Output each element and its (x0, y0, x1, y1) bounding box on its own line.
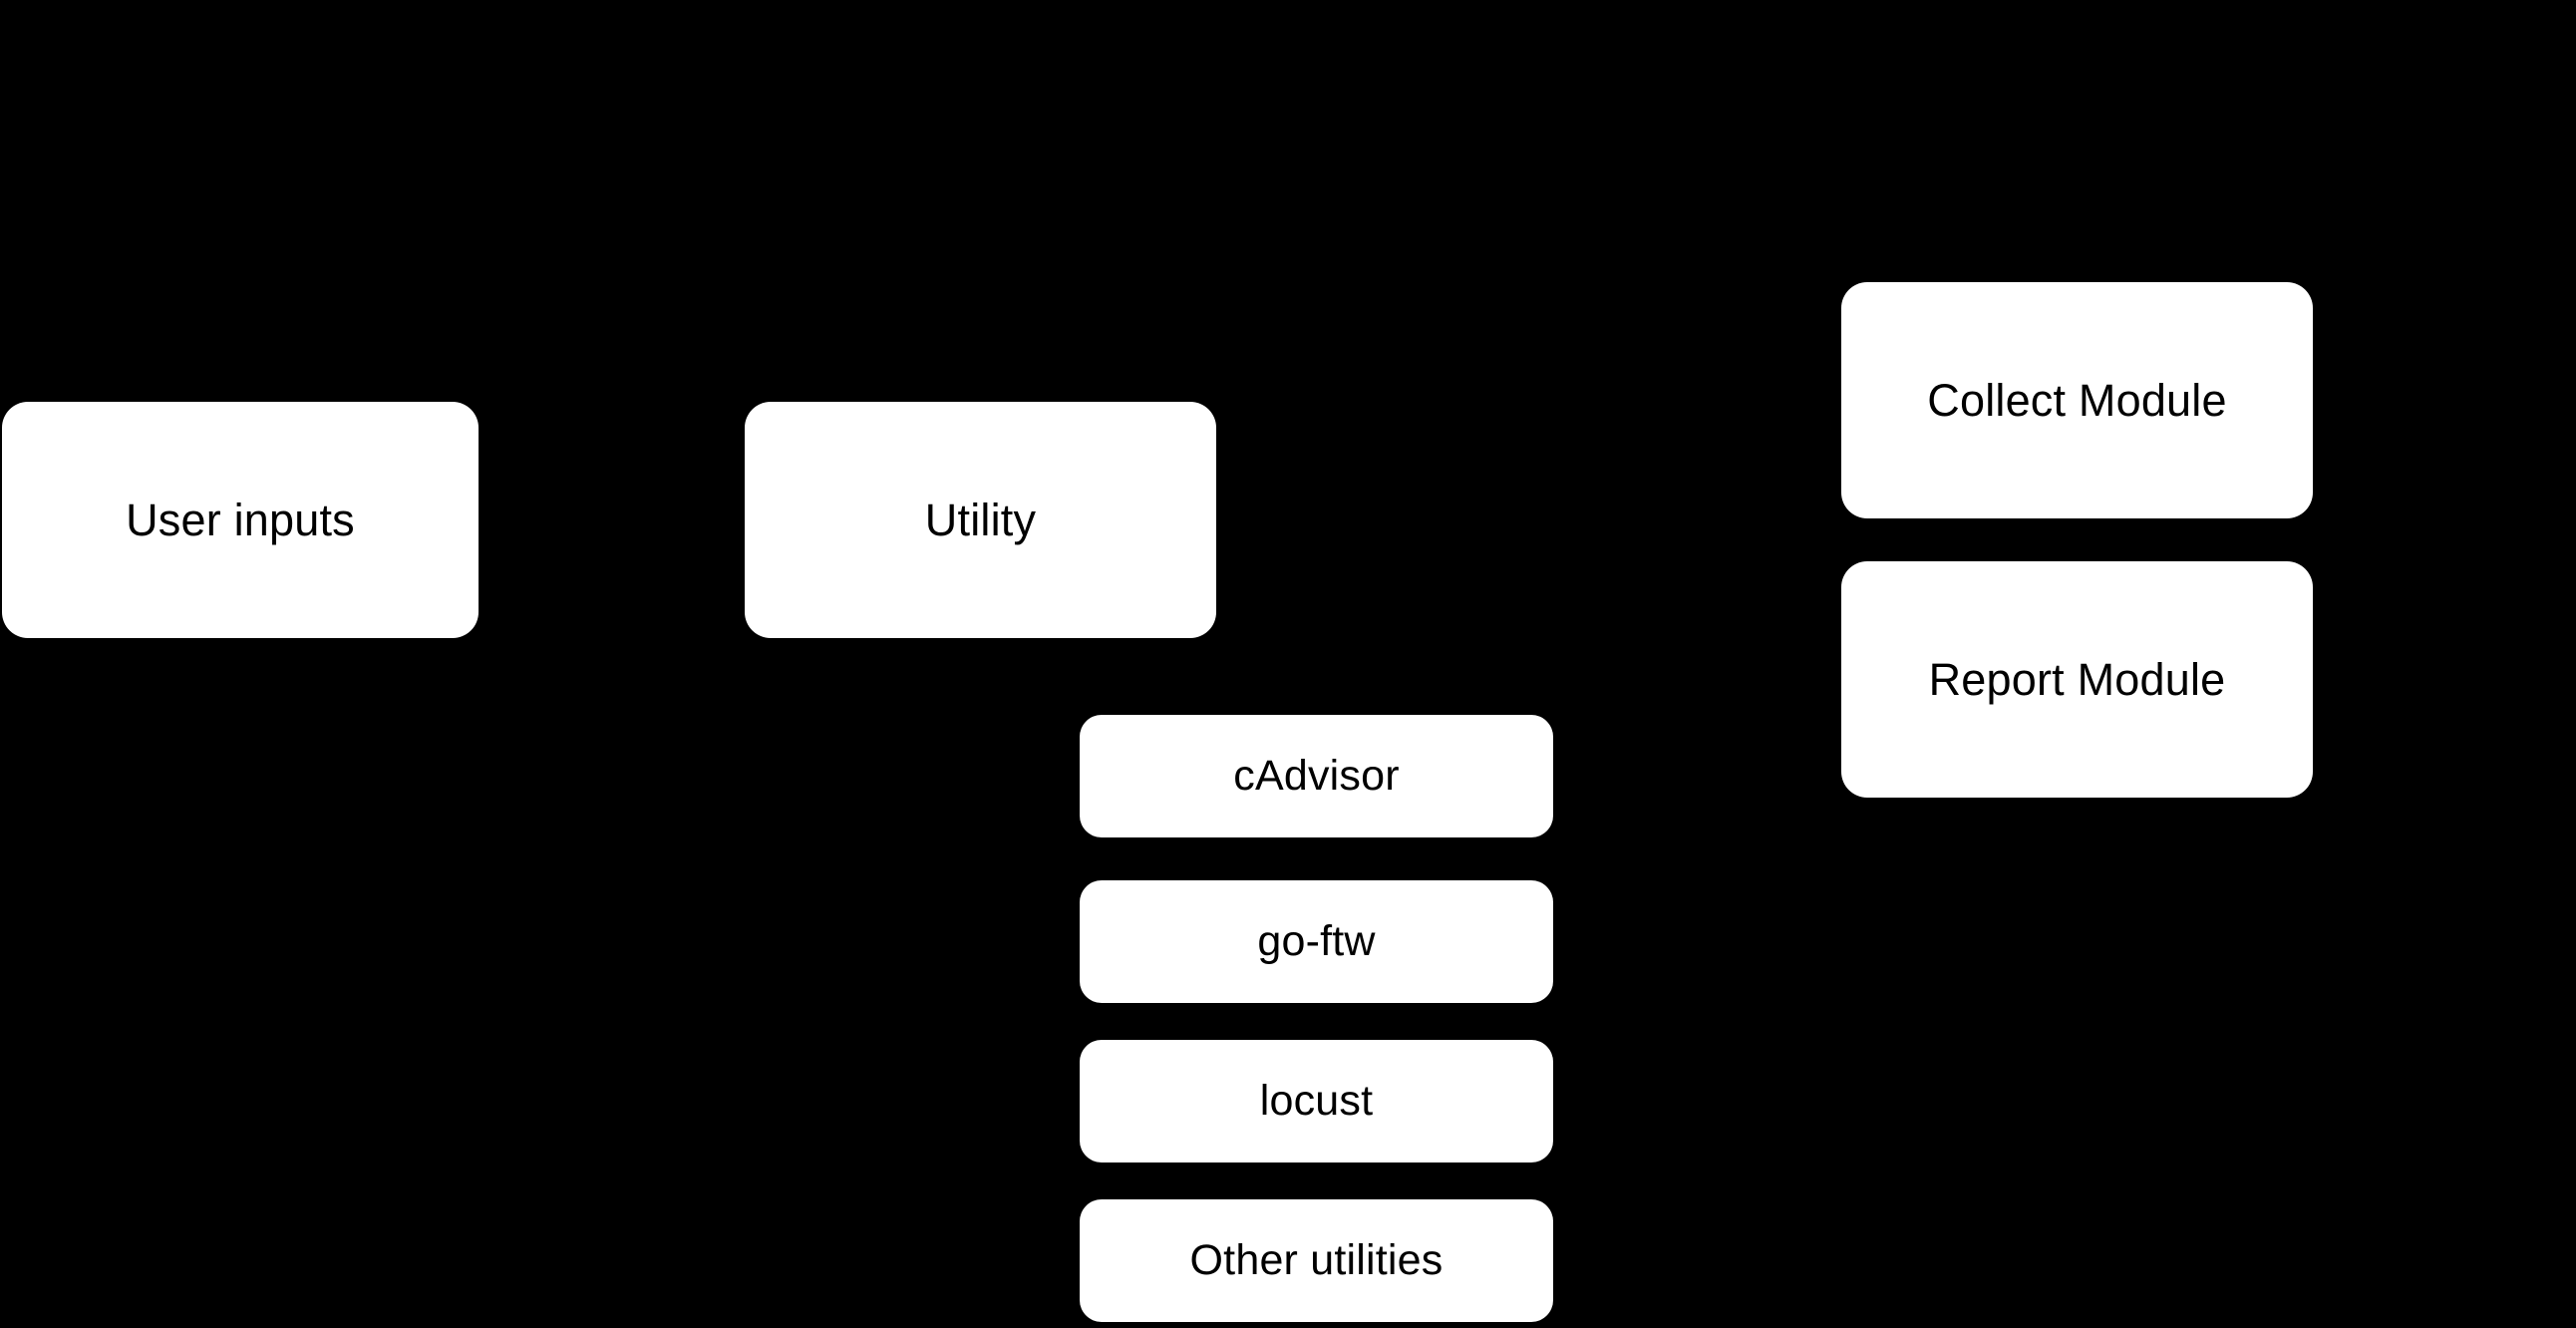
node-go-ftw-label: go-ftw (1257, 916, 1376, 965)
node-locust[interactable]: locust (1080, 1040, 1553, 1162)
node-utility-label: Utility (924, 494, 1037, 545)
node-cadvisor[interactable]: cAdvisor (1080, 715, 1553, 837)
node-user-inputs-label: User inputs (126, 494, 355, 545)
node-other-utilities-label: Other utilities (1189, 1235, 1444, 1284)
node-report-module-label: Report Module (1928, 653, 2226, 705)
node-go-ftw[interactable]: go-ftw (1080, 880, 1553, 1003)
node-collect-module[interactable]: Collect Module (1841, 282, 2313, 518)
node-report-module[interactable]: Report Module (1841, 561, 2313, 798)
node-other-utilities[interactable]: Other utilities (1080, 1199, 1553, 1322)
node-locust-label: locust (1259, 1076, 1374, 1125)
node-user-inputs[interactable]: User inputs (2, 402, 479, 638)
node-cadvisor-label: cAdvisor (1233, 751, 1400, 800)
node-collect-module-label: Collect Module (1927, 374, 2227, 426)
node-utility[interactable]: Utility (745, 402, 1216, 638)
